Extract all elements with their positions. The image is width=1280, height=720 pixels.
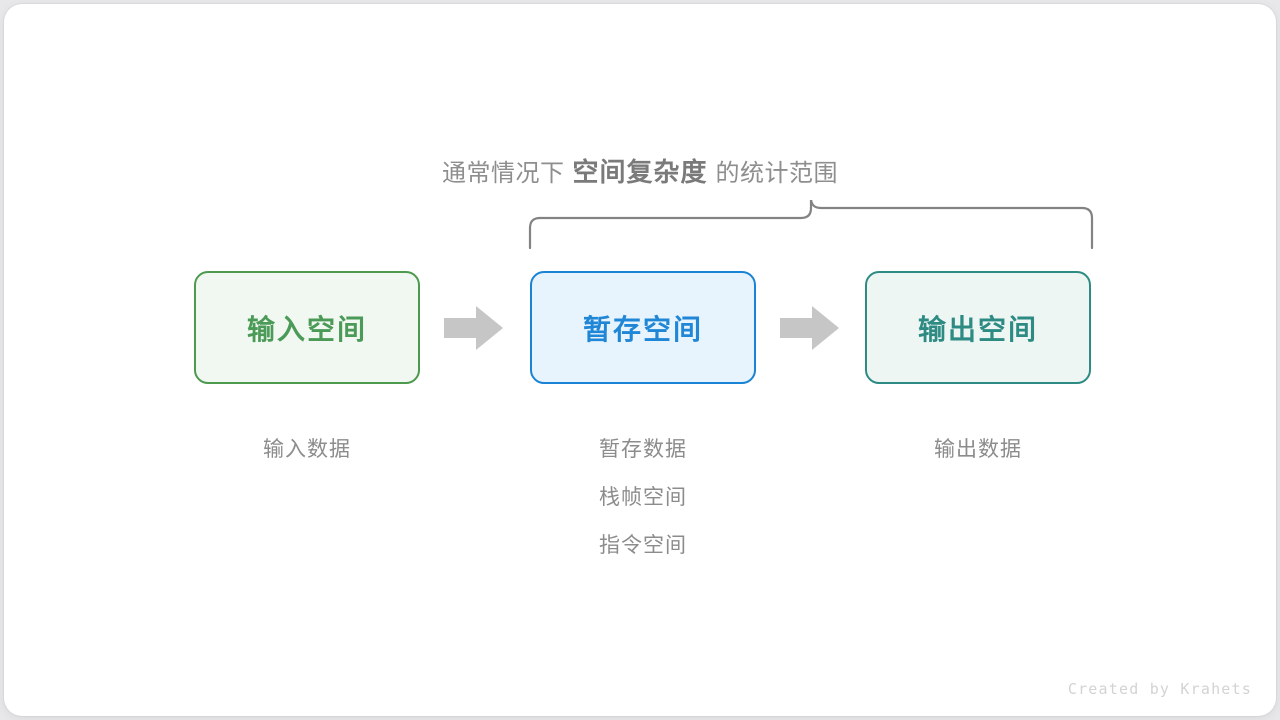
arrow-input-to-temp [444,304,504,352]
sub-label: 指令空间 [599,534,687,557]
diagram-stage: 通常情况下空间复杂度的统计范围 输入空间 暂存空间 输出空间 [4,4,1276,716]
arrow-right-icon [444,306,503,350]
node-temp-space[interactable]: 暂存空间 [530,271,756,384]
caption-prefix: 通常情况下 [441,160,565,187]
labels-output-space: 输出数据 [865,426,1091,474]
diagram-card: 通常情况下空间复杂度的统计范围 输入空间 暂存空间 输出空间 [4,4,1276,716]
brace-icon [528,197,1094,250]
node-output-space[interactable]: 输出空间 [865,271,1091,384]
arrow-temp-to-output [780,304,840,352]
sub-label: 栈帧空间 [599,486,687,509]
scope-brace [519,197,1105,252]
node-input-space-label: 输入空间 [246,313,367,345]
sub-label: 输出数据 [934,438,1022,461]
caption-emphasis: 空间复杂度 [572,157,708,187]
node-input-space[interactable]: 输入空间 [194,271,420,384]
node-output-space-label: 输出空间 [917,313,1038,345]
scope-caption: 通常情况下空间复杂度的统计范围 [4,152,1276,189]
sub-label: 暂存数据 [599,438,687,461]
credit-text: Created by Krahets [1067,680,1252,698]
labels-temp-space: 暂存数据 栈帧空间 指令空间 [530,426,756,570]
caption-suffix: 的统计范围 [715,160,838,187]
sub-label: 输入数据 [263,438,351,461]
arrow-right-icon [780,306,839,350]
node-temp-space-label: 暂存空间 [582,313,703,345]
labels-input-space: 输入数据 [194,426,420,474]
